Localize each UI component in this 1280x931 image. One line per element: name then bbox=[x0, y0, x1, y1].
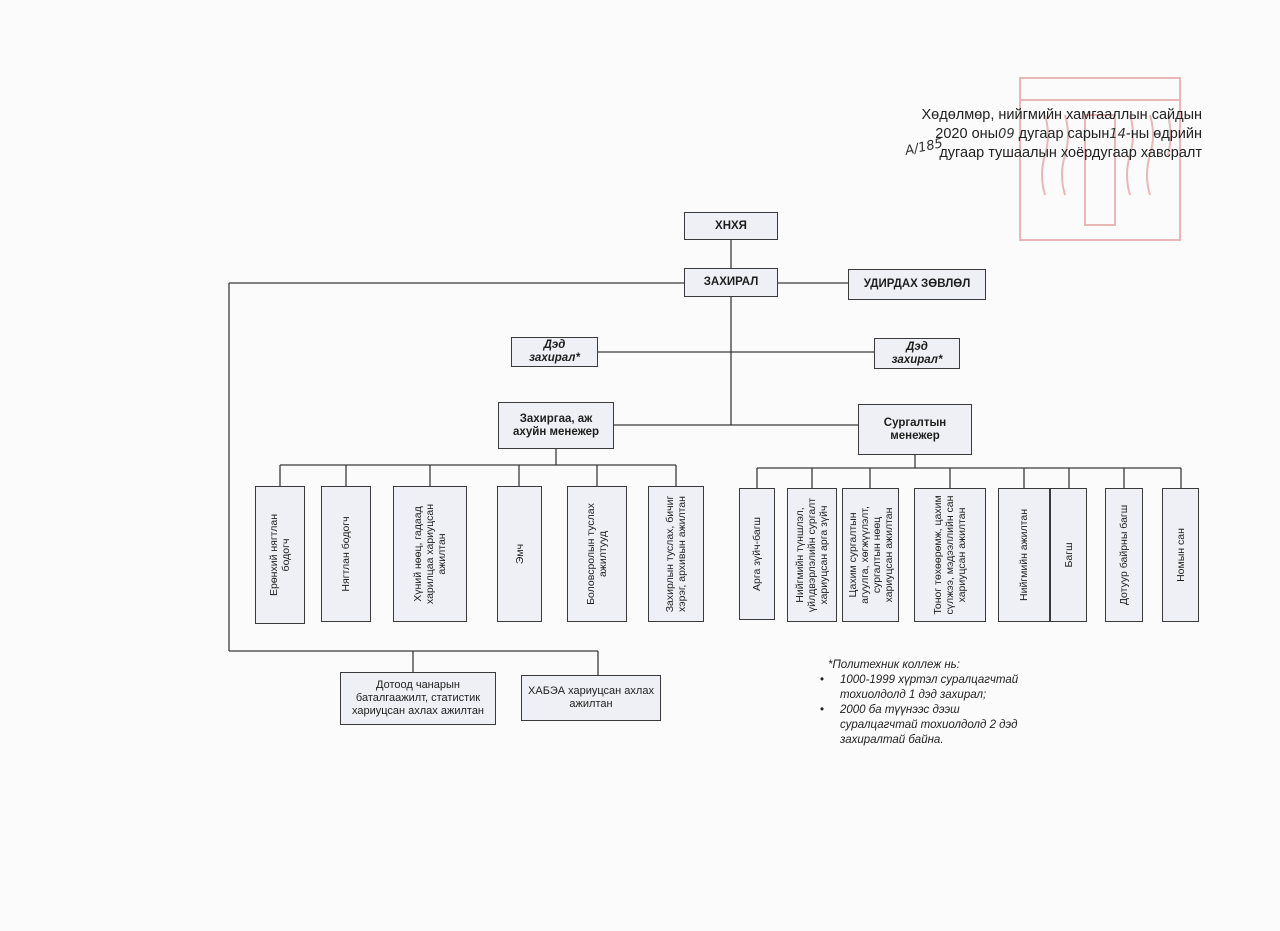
staff-label: Ерөнхий нягтлан бодогч bbox=[268, 513, 292, 597]
admin-staff-education-assistants: Боловсролын туслах ажилтууд bbox=[567, 486, 627, 622]
header-day-label: -ны өдрийн bbox=[1125, 126, 1202, 142]
footnote-item: 2000 ба түүнээс дээш суралцагчтай тохиол… bbox=[820, 703, 1028, 748]
admin-staff-hr: Хүний нөөц, гадаад харилцаа хариуцсан аж… bbox=[393, 486, 467, 622]
staff-label: Дотуур байрны багш bbox=[1118, 504, 1130, 606]
ministry-box: ХНХЯ bbox=[684, 212, 778, 240]
deputy-director-right-box: Дэд захирал* bbox=[874, 338, 960, 369]
admin-staff-chief-accountant: Ерөнхий нягтлан бодогч bbox=[255, 486, 305, 624]
admin-staff-director-assistant: Захирлын туслах, бичиг хэрэг, архивын аж… bbox=[648, 486, 704, 622]
training-staff-library: Номын сан bbox=[1162, 488, 1199, 622]
admin-manager-box: Захиргаа, аж ахуйн менежер bbox=[498, 402, 614, 449]
training-staff-partnership: Нийгмийн түншлэл, үйлдвэрлэлийн сургалт … bbox=[787, 488, 837, 622]
official-stamp bbox=[1019, 77, 1181, 241]
staff-label: Эмч bbox=[513, 543, 526, 565]
footnote-item: 1000-1999 хүртэл суралцагчтай тохиолдолд… bbox=[820, 673, 1028, 703]
staff-label: Захирлын туслах, бичиг хэрэг, архивын аж… bbox=[664, 495, 688, 613]
training-manager-box: Сургалтын менежер bbox=[858, 404, 972, 455]
director-box: ЗАХИРАЛ bbox=[684, 268, 778, 297]
staff-label: Номын сан bbox=[1174, 528, 1187, 582]
admin-staff-accountant: Нягтлан бодогч bbox=[321, 486, 371, 622]
footnote: *Политехник коллеж нь: 1000-1999 хүртэл … bbox=[820, 658, 1028, 748]
training-staff-methodologist: Арга зүйч-багш bbox=[739, 488, 775, 620]
training-staff-teacher: Багш bbox=[1050, 488, 1087, 622]
staff-label: Боловсролын туслах ажилтууд bbox=[585, 503, 609, 605]
staff-label: Цахим сургалтын агуулга, хөгжүүлэлт, сур… bbox=[846, 506, 895, 604]
admin-staff-doctor: Эмч bbox=[497, 486, 542, 622]
header-month-label: дугаар сарын bbox=[1018, 126, 1110, 142]
header-day: 14 bbox=[1109, 127, 1126, 142]
staff-label: Тоног төхөөрөмж, цахим сүлжээ, мэдээллий… bbox=[932, 495, 968, 615]
staff-label: Нягтлан бодогч bbox=[340, 516, 352, 592]
safety-officer-box: ХАБЭА хариуцсан ахлах ажилтан bbox=[521, 675, 661, 721]
board-box: УДИРДАХ ЗӨВЛӨЛ bbox=[848, 269, 986, 300]
staff-label: Арга зүйч-багш bbox=[751, 517, 763, 591]
header-month: 09 bbox=[998, 127, 1015, 142]
training-staff-dormitory-teacher: Дотуур байрны багш bbox=[1105, 488, 1143, 622]
staff-label: Нийгмийн түншлэл, үйлдвэрлэлийн сургалт … bbox=[794, 497, 830, 613]
staff-label: Хүний нөөц, гадаад харилцаа хариуцсан аж… bbox=[412, 503, 448, 605]
training-staff-social-worker: Нийгмийн ажилтан bbox=[998, 488, 1050, 622]
training-staff-equipment: Тоног төхөөрөмж, цахим сүлжээ, мэдээллий… bbox=[914, 488, 986, 622]
footnote-title: *Политехник коллеж нь: bbox=[828, 659, 960, 671]
quality-officer-box: Дотоод чанарын баталгаажилт, статистик х… bbox=[340, 672, 496, 725]
header-line-2: 2020 оны09 дугаар сарын14-ны өдрийн bbox=[922, 125, 1202, 144]
deputy-director-left-box: Дэд захирал* bbox=[511, 337, 598, 367]
header-year: 2020 оны bbox=[935, 126, 999, 142]
document-header: Хөдөлмөр, нийгмийн хамгааллын сайдын 202… bbox=[922, 106, 1202, 163]
staff-label: Нийгмийн ажилтан bbox=[1018, 509, 1030, 601]
training-staff-e-learning: Цахим сургалтын агуулга, хөгжүүлэлт, сур… bbox=[842, 488, 899, 622]
header-line-1: Хөдөлмөр, нийгмийн хамгааллын сайдын bbox=[921, 107, 1202, 123]
staff-label: Багш bbox=[1062, 542, 1075, 568]
header-line-3: дугаар тушаалын хоёрдугаар хавсралт bbox=[939, 145, 1202, 161]
